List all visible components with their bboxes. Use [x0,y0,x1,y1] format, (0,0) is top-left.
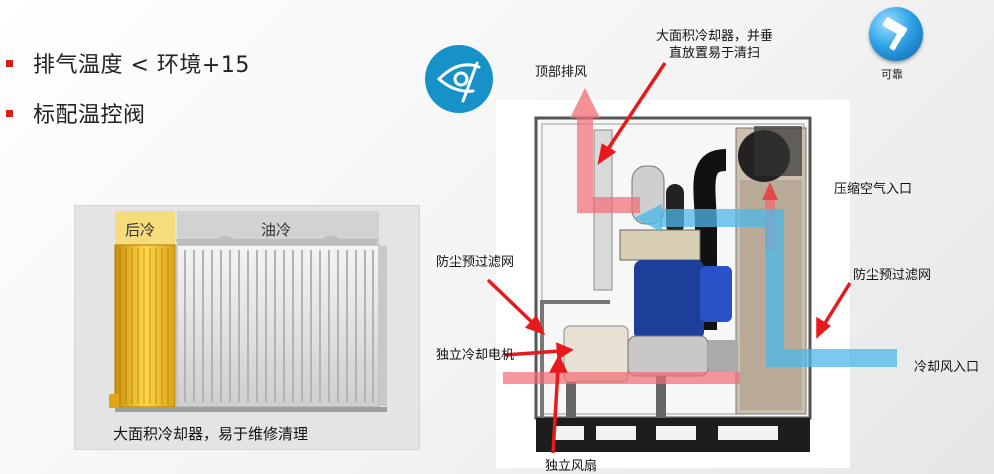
label-compressed-air-inlet: 压缩空气入口 [834,182,913,197]
compressor-machine [534,116,812,452]
label-top-exhaust: 顶部排风 [535,65,588,80]
after-cooler-body [114,244,176,408]
cooler-caption: 大面积冷却器，易于维修清理 [113,425,309,443]
bullet-item: 排气温度 < 环境+15 [6,46,250,80]
hammer-icon [869,7,923,61]
cooler-graphic [109,211,387,412]
cooler-illustration: 后冷 油冷 大面积冷却器，易于维修清理 [74,205,420,450]
cooling-motor [563,325,629,383]
after-cooler-label: 后冷 [125,221,156,239]
label-independent-motor: 独立冷却电机 [436,348,515,363]
label-big-cooler-line1: 大面积冷却器，并垂 [656,29,774,44]
after-cooler-port [109,394,119,408]
label-cooling-air-inlet: 冷却风入口 [914,360,980,375]
label-dust-filter-right: 防尘预过滤网 [853,268,932,283]
bullet-marker [6,109,13,117]
oil-cooler-top-bumps [175,236,379,245]
oil-cooler-label: 油冷 [261,221,292,239]
eye-icon [425,45,493,113]
bullet-text: 标配温控阀 [33,103,146,128]
label-dust-filter-left: 防尘预过滤网 [436,255,515,270]
reliable-label: 可靠 [881,68,903,81]
label-big-cooler-line2: 直放置易于清扫 [669,46,761,61]
bullet-item: 标配温控阀 [6,96,250,130]
label-independent-fan: 独立风扇 [545,459,598,474]
oil-filter [634,260,704,340]
valve-block [619,229,701,261]
bullet-marker [6,59,13,67]
separator-tank [631,165,665,225]
bullet-text: 排气温度 < 环境+15 [33,53,250,78]
after-cooler-header [115,211,175,245]
cooler-bottom-rail [115,407,387,412]
bullet-list: 排气温度 < 环境+15 标配温控阀 [6,46,250,146]
label-big-cooler: 大面积冷却器，并垂 直放置易于清扫 [656,28,773,62]
after-cooler-fins [119,248,169,404]
vertical-cooler [593,129,613,291]
oil-cooler-body [176,244,380,408]
oil-cooler-fins [184,250,374,402]
oil-cooler-side-frame [379,246,387,406]
